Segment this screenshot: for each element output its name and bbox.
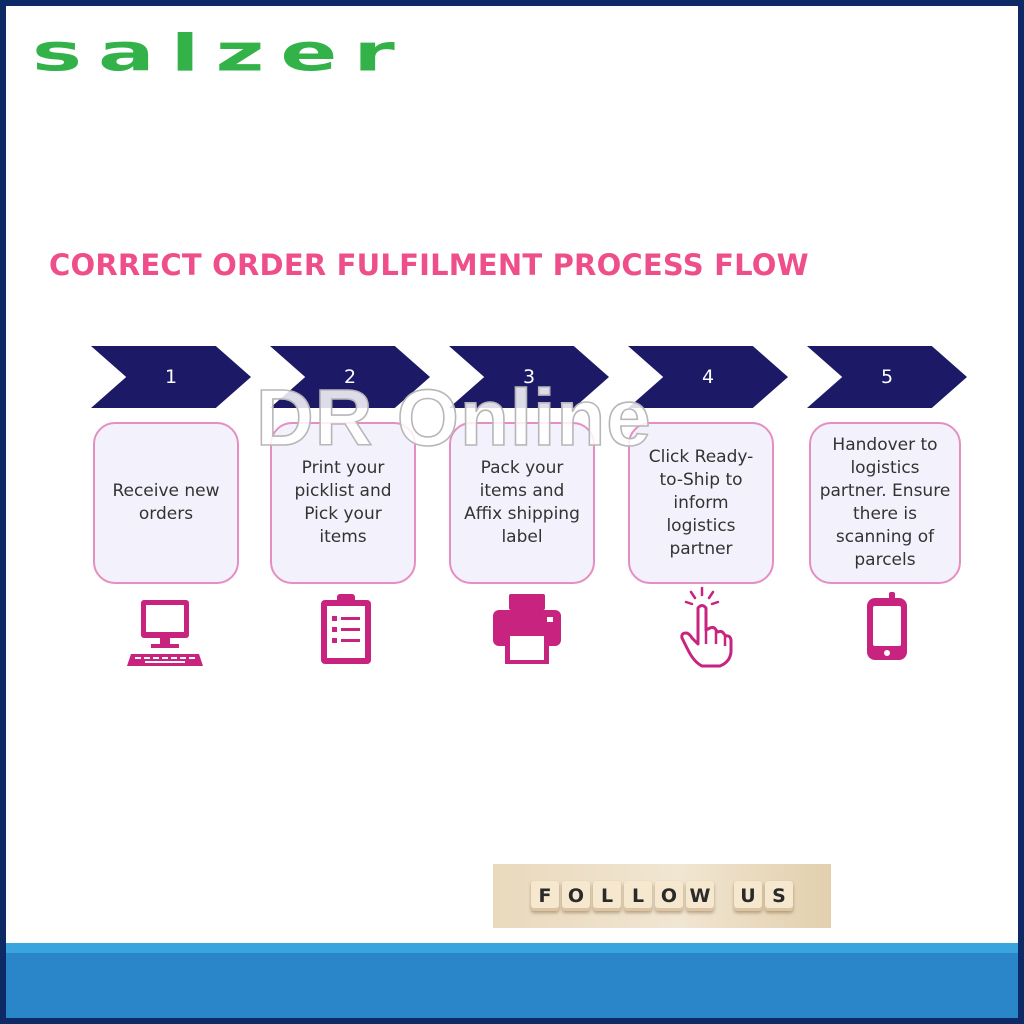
step-text: Receive new orders [112,481,220,524]
tap-hand-icon [680,586,733,668]
step-number: 4 [701,366,715,388]
letter-cube: S [765,881,793,911]
computer-icon [127,600,203,666]
clipboard-checklist-icon [321,594,371,664]
mobile-phone-icon [867,592,907,660]
step-text: Handover to logistics partner. Ensure th… [819,435,951,570]
step-box: Receive new orders [93,422,239,584]
step-number: 3 [522,366,536,388]
follow-us-banner[interactable]: F O L L O W U S [493,864,831,928]
step-text: Pack your items and Affix shipping label [464,458,580,547]
step-number: 5 [880,366,894,388]
poster-frame: salzer CORRECT ORDER FULFILMENT PROCESS … [6,6,1018,1018]
step-text: Click Ready-to-Ship to inform logistics … [648,446,754,559]
letter-cube: O [655,881,683,911]
salzer-logo: salzer [32,23,411,83]
step-box: Print your picklist and Pick your items [270,422,416,584]
letter-cube: W [686,881,714,911]
step-box: Handover to logistics partner. Ensure th… [809,422,961,584]
step-number: 2 [343,366,357,388]
step-box: Click Ready-to-Ship to inform logistics … [628,422,774,584]
footer-bar [6,943,1018,1018]
letter-cube: U [734,881,762,911]
letter-cube: F [531,881,559,911]
letter-cube: L [593,881,621,911]
step-box: Pack your items and Affix shipping label [449,422,595,584]
step-text: Print your picklist and Pick your items [294,458,392,547]
step-number: 1 [164,366,178,388]
letter-cube: L [624,881,652,911]
letter-cube: O [562,881,590,911]
printer-icon [493,594,561,664]
page-title: CORRECT ORDER FULFILMENT PROCESS FLOW [49,248,809,282]
